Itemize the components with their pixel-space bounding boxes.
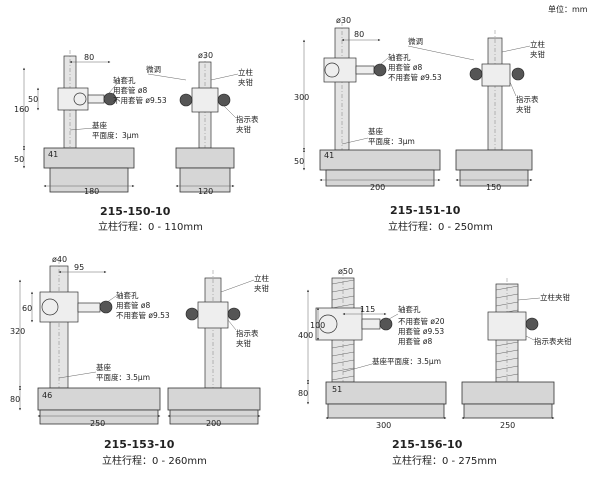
- label-clamp: 夹钳: [238, 77, 253, 87]
- side-view: 200 立柱 夹钳 指示表 夹钳: [167, 270, 269, 428]
- label-base: 基座: [96, 362, 111, 372]
- front-view: ø30 80 300 50 41 200 轴套孔 用套管 ø8 不用套管 ø9.…: [294, 16, 475, 192]
- dim-offset: 46: [42, 391, 52, 400]
- label-base: 基座: [92, 120, 107, 130]
- label-sleeve-953: 用套管 ø9.53: [398, 326, 444, 336]
- dim-offset: 41: [324, 151, 334, 160]
- dim-height: 160: [14, 105, 29, 114]
- label-hole: 轴套孔: [116, 290, 139, 300]
- label-flatness: 平面度：3.5μm: [96, 372, 150, 382]
- label-sleeve-8: 用套管 ø8: [113, 85, 147, 95]
- label-post: 立柱: [254, 273, 269, 283]
- label-sleeve-8: 用套管 ø8: [398, 336, 432, 346]
- dim-post-dia: ø30: [336, 16, 351, 25]
- post-stroke: 立柱行程：0 - 260mm: [102, 454, 207, 467]
- dim-post-dia: ø40: [52, 255, 67, 264]
- side-view: ø30 120 立柱 夹钳 指示表 夹钳: [175, 51, 259, 196]
- dim-clamp: 60: [22, 304, 32, 313]
- model-215-150-10: 80 160 50 50 41 180 轴套孔 用套管 ø8 不用套管 ø9.5…: [14, 50, 259, 233]
- label-base: 基座: [368, 126, 383, 136]
- model-215-153-10: ø40 95 320 60 80 46 250 轴套孔 用套管 ø8 不用套管 …: [10, 255, 269, 467]
- label-indicator: 指示表: [516, 94, 539, 104]
- label-hole: 轴套孔: [398, 304, 421, 314]
- label-base-flatness: 基座平面度：3.5μm: [372, 356, 441, 366]
- dim-height: 300: [294, 93, 309, 102]
- dim-arm: 80: [84, 53, 94, 62]
- label-flatness: 平面度：3μm: [368, 136, 415, 146]
- dim-offset: 51: [332, 385, 342, 394]
- post-stroke: 立柱行程：0 - 110mm: [98, 220, 203, 233]
- dim-side-width: 200: [206, 419, 221, 428]
- label-indicator-clamp: 指示表夹钳: [534, 336, 572, 346]
- label-sleeve-8: 用套管 ø8: [116, 300, 150, 310]
- front-view: ø50 115 400 100 80 51 300 轴套孔 不用套管 ø20 用…: [298, 267, 447, 430]
- post-stroke: 立柱行程：0 - 250mm: [388, 220, 493, 233]
- dim-side-width: 120: [198, 187, 213, 196]
- dim-clamp: 100: [310, 321, 325, 330]
- dim-post-dia: ø50: [338, 267, 353, 276]
- dim-base-h: 50: [14, 155, 24, 164]
- dim-base-h: 80: [10, 395, 20, 404]
- dim-side-width: 250: [500, 421, 515, 430]
- label-clamp2: 夹钳: [516, 104, 531, 114]
- label-post: 立柱: [238, 67, 253, 77]
- label-indicator: 指示表: [236, 328, 259, 338]
- label-clamp: 夹钳: [254, 283, 269, 293]
- dim-width: 200: [370, 183, 385, 192]
- model-215-151-10: ø30 80 300 50 41 200 轴套孔 用套管 ø8 不用套管 ø9.…: [294, 16, 545, 233]
- label-clamp2: 夹钳: [236, 338, 251, 348]
- label-indicator: 指示表: [236, 114, 259, 124]
- dim-base-h: 80: [298, 389, 308, 398]
- label-post-clamp: 立柱夹钳: [540, 292, 570, 302]
- label-fine: 微调: [408, 36, 423, 46]
- label-sleeve-953: 不用套管 ø9.53: [116, 310, 170, 320]
- model-number: 215-153-10: [104, 438, 175, 451]
- dim-side-width: 150: [486, 183, 501, 192]
- dim-post-dia: ø30: [198, 51, 213, 60]
- model-215-156-10: ø50 115 400 100 80 51 300 轴套孔 不用套管 ø20 用…: [298, 267, 572, 467]
- dim-width: 250: [90, 419, 105, 428]
- dim-clamp: 50: [28, 95, 38, 104]
- label-clamp2: 夹钳: [236, 124, 251, 134]
- dim-arm: 115: [360, 305, 375, 314]
- dim-height: 320: [10, 327, 25, 336]
- dim-width: 180: [84, 187, 99, 196]
- label-sleeve-953: 不用套管 ø9.53: [113, 95, 167, 105]
- model-number: 215-156-10: [392, 438, 463, 451]
- dim-base-h: 50: [294, 157, 304, 166]
- label-post: 立柱: [530, 39, 545, 49]
- dim-arm: 80: [354, 30, 364, 39]
- label-clamp: 夹钳: [530, 49, 545, 59]
- label-sleeve-953: 不用套管 ø9.53: [388, 72, 442, 82]
- label-fine: 微调: [146, 64, 161, 74]
- dim-arm: 95: [74, 263, 84, 272]
- label-sleeve-20: 不用套管 ø20: [398, 316, 445, 326]
- label-hole: 轴套孔: [113, 75, 136, 85]
- dim-height: 400: [298, 331, 313, 340]
- unit-label: 单位：mm: [548, 4, 588, 14]
- post-stroke: 立柱行程：0 - 275mm: [392, 454, 497, 467]
- knob: [73, 92, 87, 106]
- model-number: 215-151-10: [390, 204, 461, 217]
- label-sleeve-8: 用套管 ø8: [388, 62, 422, 72]
- front-view: ø40 95 320 60 80 46 250 轴套孔 用套管 ø8 不用套管 …: [10, 255, 170, 428]
- dim-offset: 41: [48, 150, 58, 159]
- dim-width: 300: [376, 421, 391, 430]
- side-view: 150 立柱 夹钳 指示表 夹钳: [455, 30, 545, 192]
- model-number: 215-150-10: [100, 205, 171, 218]
- label-flatness: 平面度：3μm: [92, 130, 139, 140]
- front-view: 80 160 50 50 41 180 轴套孔 用套管 ø8 不用套管 ø9.5…: [14, 50, 187, 196]
- side-view: 250 立柱夹钳 指示表夹钳: [461, 278, 572, 430]
- label-hole: 轴套孔: [388, 52, 411, 62]
